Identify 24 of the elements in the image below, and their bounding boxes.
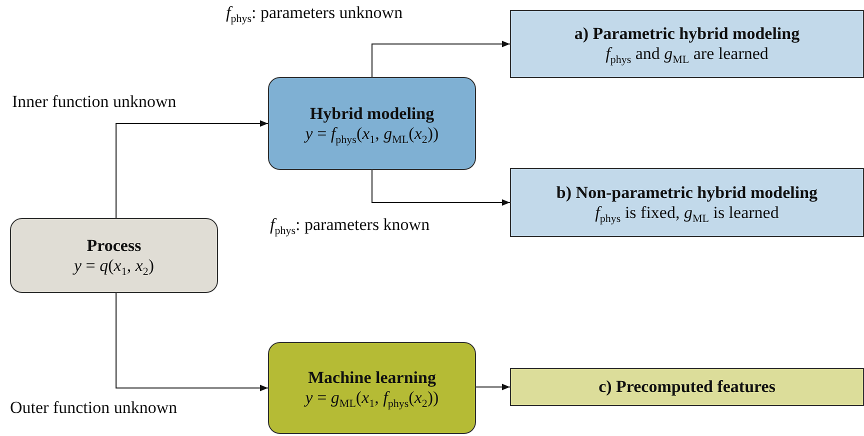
box-title: c) Precomputed features: [598, 377, 776, 397]
arrow: [372, 170, 510, 206]
process-box: [268, 342, 476, 434]
box-title: Hybrid modeling: [310, 104, 434, 124]
process-box: [10, 218, 218, 293]
formula: y = g$_{ML}$(x$_{1}$, f$_{phys}$(x$_{2}$)): [305, 388, 439, 408]
box-title: b) Non-parametric hybrid modeling: [556, 182, 818, 202]
formula: y = f$_{phys}$(x$_{1}$, g$_{ML}$(x$_{2}$)): [305, 124, 439, 144]
result-box: [510, 10, 864, 78]
formula: f$_{phys}$ and g$_{ML}$ are learned: [606, 44, 768, 64]
process-box: [268, 77, 476, 170]
box-title: Process: [86, 236, 142, 256]
arrow: [372, 40, 510, 78]
formula: f$_{phys}$ is fixed, g$_{ML}$ is learned: [595, 202, 779, 222]
edge-label: f$_{phys}$: parameters known: [270, 215, 430, 235]
result-box: [510, 368, 864, 406]
arrow: [476, 384, 510, 390]
box-title: a) Parametric hybrid modeling: [574, 24, 800, 44]
arrow: [116, 120, 268, 218]
result-box: [510, 168, 864, 237]
box-title: Machine learning: [308, 368, 436, 388]
arrow: [116, 292, 268, 392]
edge-label: f$_{phys}$: parameters unknown: [226, 3, 403, 23]
formula: y = q(x$_{1}$, x$_{2}$): [74, 256, 154, 276]
